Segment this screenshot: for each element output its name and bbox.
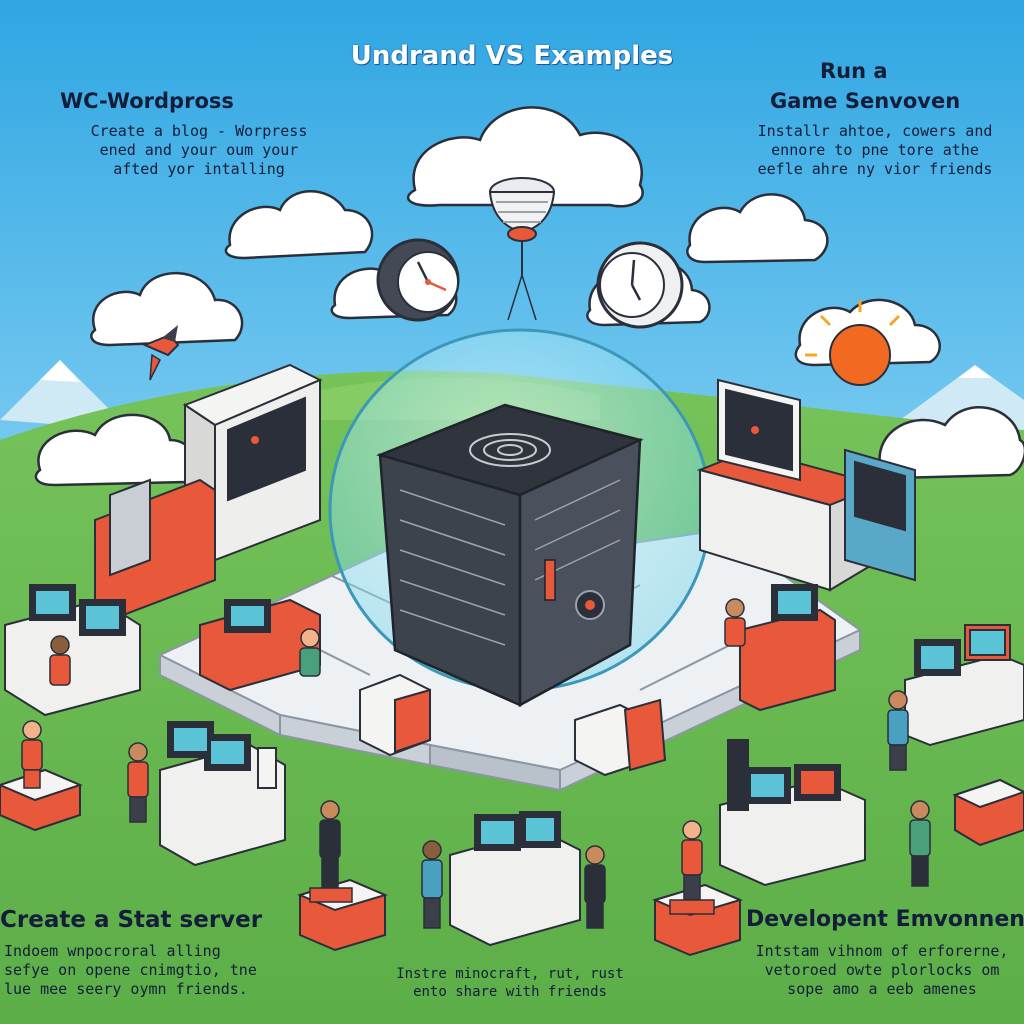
section-heading: Developent Emvonnent	[746, 907, 1024, 932]
computer-desk-icon	[199, 598, 321, 692]
description-line: Installr ahtoe, cowers and	[757, 122, 993, 140]
description-line: eefle ahre ny vior friends	[757, 159, 993, 178]
person-icon	[299, 628, 321, 677]
clock-icon	[596, 241, 684, 329]
description-line: vetoroed owte plorlocks om	[764, 960, 1000, 979]
description-line: afted yor intalling	[113, 159, 285, 178]
computer-desk-icon	[904, 624, 1024, 747]
section-description: Instre minocraft, rut, rust ento share w…	[380, 966, 640, 1001]
person-icon	[21, 720, 43, 789]
person-icon	[887, 690, 909, 771]
person-icon	[319, 800, 341, 889]
section-description: Installr ahtoe, cowers and ennore to pne…	[740, 122, 1010, 178]
person-icon	[421, 840, 443, 929]
section-description: Intstam vihnom of erforerne, vetoroed ow…	[740, 942, 1024, 998]
server-cube-icon	[376, 403, 644, 708]
cloud-icon	[90, 271, 244, 347]
clock-icon	[376, 238, 460, 322]
section-heading: WC-Wordpross	[60, 89, 234, 113]
pedestal	[309, 887, 715, 915]
person-icon	[681, 820, 703, 901]
description-line: ento share with friends	[413, 983, 607, 1000]
server-tower	[94, 363, 323, 622]
description-line: Intstam vihnom of erforerne,	[755, 942, 1009, 960]
description-line: lue mee seery oymn friends.	[4, 979, 248, 998]
cloud-icon	[224, 190, 374, 260]
lamp-icon	[488, 177, 556, 321]
section-heading: Game Senvoven	[770, 89, 961, 113]
cloud-icon	[34, 413, 197, 487]
computer-desk-icon	[739, 584, 836, 712]
cloud-icon	[686, 193, 829, 264]
description-line: ennore to pne tore athe	[771, 140, 979, 159]
person-icon	[49, 635, 71, 686]
computer-desk-icon	[4, 584, 141, 717]
section-heading: Create a Stat server	[0, 907, 263, 933]
section-heading: Run a	[820, 59, 888, 83]
description-line: ened and your oum your	[99, 140, 299, 159]
server-rack-grille	[399, 479, 621, 646]
person-icon	[584, 845, 606, 929]
description-line: Create a blog - Worpress	[90, 122, 308, 140]
computer-desk-icon	[449, 811, 581, 947]
computer-desk-icon	[159, 721, 286, 867]
page-title: Undrand VS Examples	[350, 41, 674, 71]
description-line: sefye on opene cnimgtio, tne	[4, 960, 257, 979]
person-icon	[127, 742, 149, 823]
server-control-knob	[544, 559, 605, 620]
person-icon	[724, 598, 746, 647]
description-line: sope amo a eeb amenes	[787, 979, 977, 998]
section-description: Indoem wnpocroral alling sefye on opene …	[4, 942, 314, 998]
computer-desk-icon	[696, 378, 916, 592]
section-description: Create a blog - Worpress ened and your o…	[34, 122, 364, 178]
description-line: Indoem wnpocroral alling	[4, 942, 221, 960]
person-icon	[909, 800, 931, 887]
bird-icon	[142, 325, 180, 381]
computer-desk-icon	[719, 739, 866, 887]
sun-icon	[805, 300, 901, 386]
description-line: Instre minocraft, rut, rust	[396, 966, 624, 982]
